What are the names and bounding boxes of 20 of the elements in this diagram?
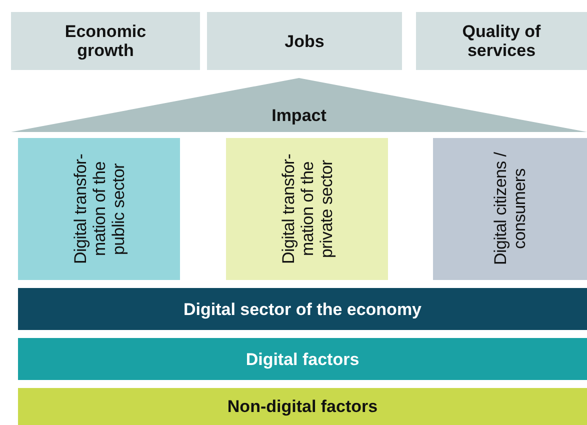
foundation-bar	[18, 288, 587, 330]
node-label: Non-digital factors	[227, 397, 378, 416]
node-label: Digital transfor- mation of the private sector	[278, 152, 336, 266]
roof-triangle	[11, 78, 587, 132]
node-label: Impact	[272, 106, 326, 124]
pillar-box	[226, 138, 388, 280]
node-label: Quality of services	[461, 22, 542, 60]
foundation-bar	[18, 338, 587, 380]
node-label: Economic growth	[64, 22, 148, 60]
outcome-box	[416, 12, 587, 70]
foundation-bar	[18, 388, 587, 425]
pillar-box	[433, 138, 587, 280]
node-label: Digital citizens / consumers	[491, 151, 529, 268]
pillar-box	[18, 138, 180, 280]
outcome-box	[11, 12, 200, 70]
node-label: Digital transfor- mation of the public sector	[70, 152, 128, 266]
node-label: Digital sector of the economy	[183, 300, 422, 318]
outcome-box	[207, 12, 402, 70]
node-label: Jobs	[284, 32, 324, 50]
node-label: Digital factors	[246, 350, 360, 368]
